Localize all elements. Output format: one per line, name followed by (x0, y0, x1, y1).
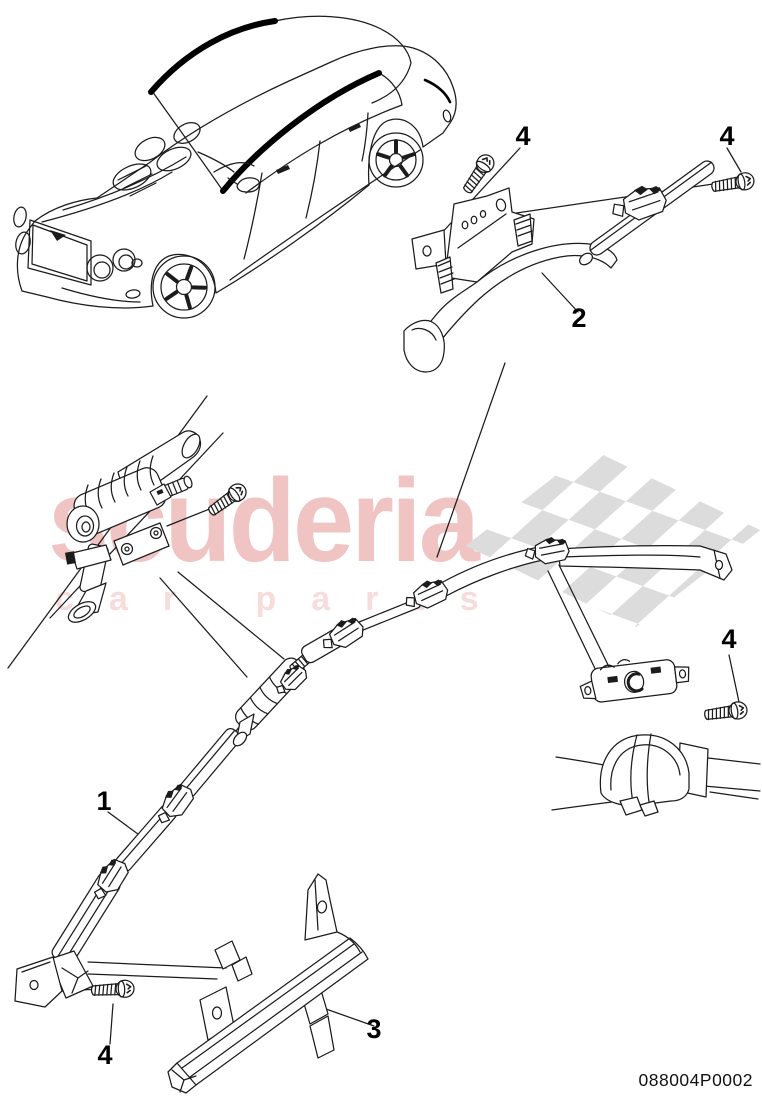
roof-bracket-part2-drawing (404, 188, 617, 372)
callout-3: 3 (366, 1014, 381, 1044)
door-handle (276, 165, 290, 174)
roof-tube-with-clamp-drawing (577, 158, 716, 267)
mounting-bracket-assembly-drawing (552, 652, 760, 816)
callout-4-top-right: 4 (719, 121, 734, 151)
clip-plate-drawing (578, 652, 692, 704)
torx-screw-drawing (458, 150, 499, 198)
tension-strap-drawing (558, 546, 732, 580)
side-mirror (228, 178, 259, 192)
tube-inflator-drawing (231, 654, 312, 749)
clamp-drawing (607, 180, 671, 227)
callout-2: 2 (571, 303, 586, 333)
callout-4-top-left: 4 (515, 121, 530, 151)
roof-rail-highlight (151, 21, 450, 191)
door-handle (348, 123, 361, 132)
sill-trim-part3-drawing (168, 874, 368, 1093)
grille-mesh (32, 225, 87, 281)
leader-lines (8, 148, 741, 1044)
curtain-airbag-part1-drawing (15, 534, 732, 1007)
torx-screw-drawing (702, 699, 749, 725)
callout-4-bottom-left: 4 (97, 1040, 112, 1070)
inflator-detail-drawing (65, 431, 204, 626)
torx-screw-drawing (90, 979, 136, 1000)
torx-screw-drawing (709, 170, 757, 197)
car-illustration (12, 16, 456, 318)
bentley-badge (50, 230, 66, 241)
torx-screw-drawing (204, 479, 251, 521)
callout-4-middle-right: 4 (721, 624, 736, 654)
rear-wheel (369, 133, 423, 187)
car-interior-seats (109, 118, 254, 196)
callout-1: 1 (96, 786, 111, 816)
front-wheel (153, 256, 215, 318)
part-number: 088004P0002 (638, 1070, 753, 1090)
